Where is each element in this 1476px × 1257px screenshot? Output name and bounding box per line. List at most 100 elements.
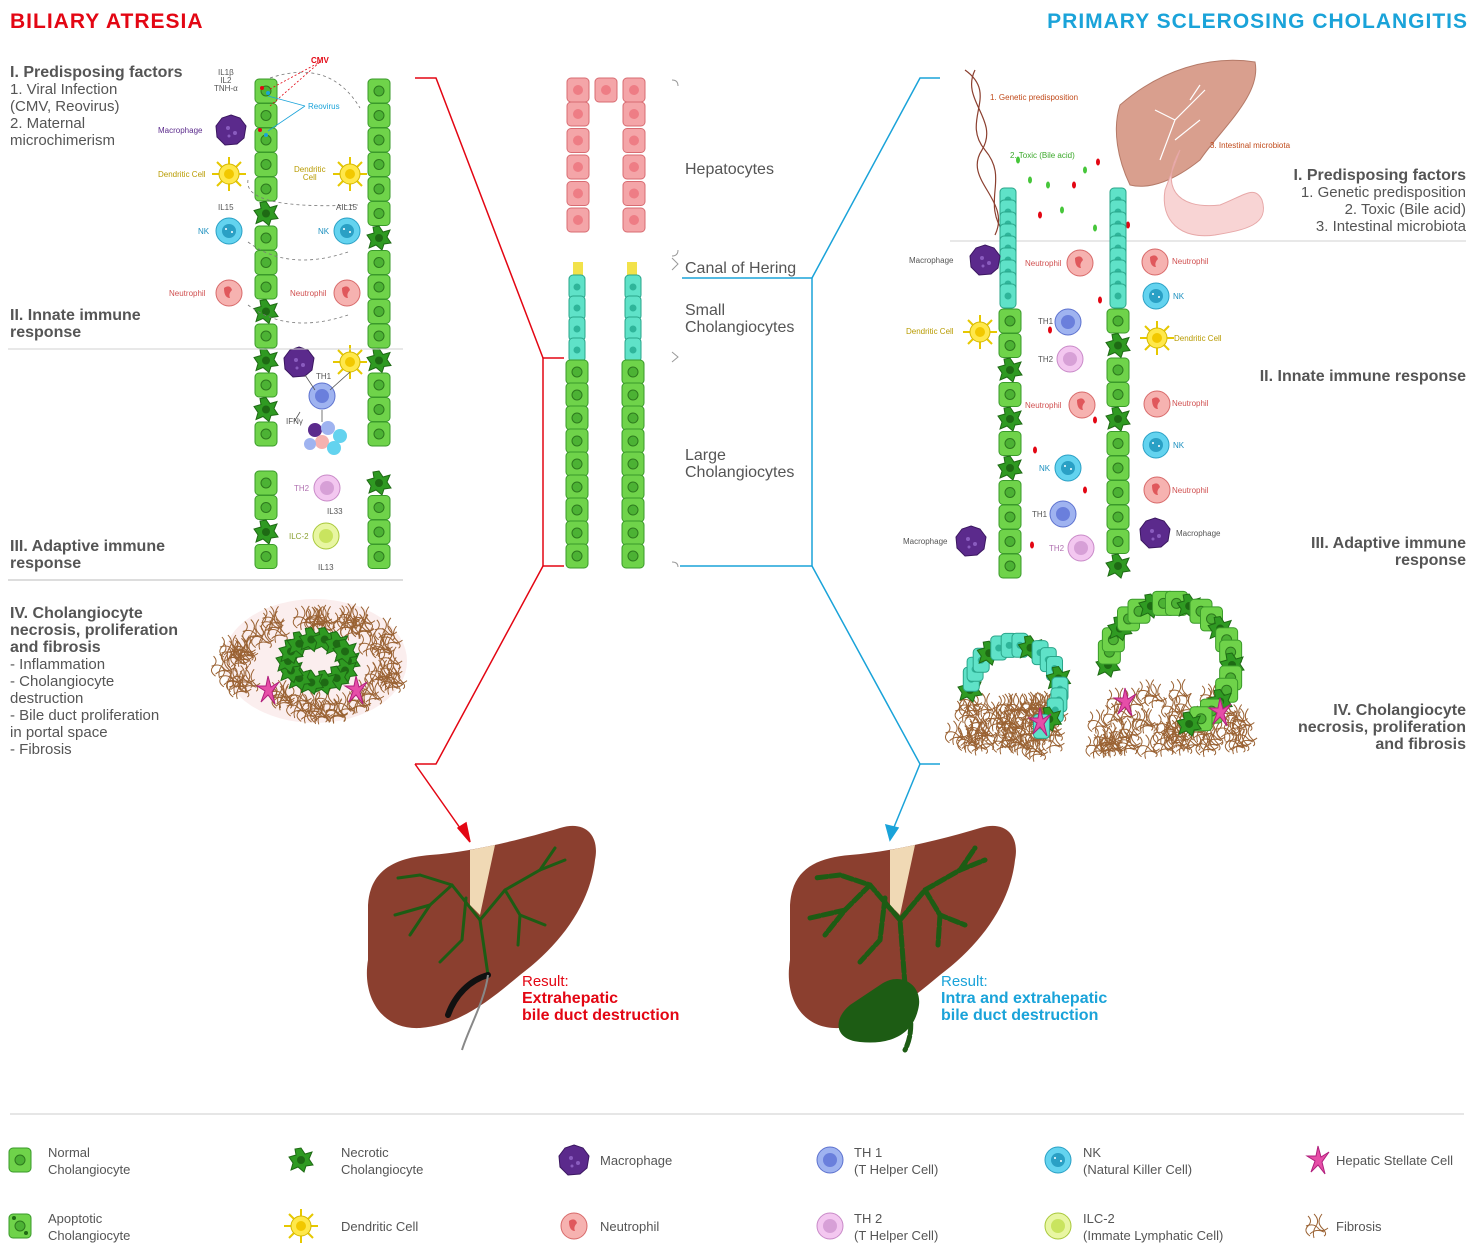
fibrosis-strand bbox=[1137, 735, 1159, 759]
th1-icon bbox=[817, 1147, 843, 1173]
small-cholangiocyte-cell bbox=[625, 275, 641, 299]
legend-dendritic-cell: Dendritic Cell bbox=[341, 1218, 418, 1235]
psc-result-value: Intra and extrahepatic bile duct destruc… bbox=[941, 990, 1107, 1024]
psc-macrophage-top-label: Macrophage bbox=[909, 256, 953, 265]
ba-section-1-title: I. Predisposing factors bbox=[10, 64, 182, 81]
small-cholangiocyte-cell bbox=[625, 296, 641, 320]
small-cholangiocytes-label: Small Cholangiocytes bbox=[685, 302, 794, 336]
legend-ilc2: ILC-2 (Immate Lymphatic Cell) bbox=[1083, 1210, 1223, 1244]
ba-th1-label: TH1 bbox=[316, 372, 331, 381]
psc-macrophage-low-left bbox=[956, 526, 986, 556]
legend-nk: NK (Natural Killer Cell) bbox=[1083, 1144, 1192, 1178]
psc-nk-right-mid-label: NK bbox=[1173, 441, 1184, 450]
psc-cholangiocyte bbox=[1107, 530, 1129, 554]
necrotic-cholangiocyte-icon bbox=[289, 1148, 313, 1172]
hepatocyte-cell bbox=[567, 129, 589, 153]
ba-cholangiocyte bbox=[368, 79, 390, 103]
connector-blue-top bbox=[682, 78, 940, 278]
legend-hepatic-stellate-cell: Hepatic Stellate Cell bbox=[1336, 1152, 1453, 1169]
bile-acid-dot bbox=[1038, 212, 1042, 219]
ba-cholangiocyte bbox=[368, 520, 390, 544]
psc-title: PRIMARY SCLEROSING CHOLANGITIS bbox=[1047, 10, 1468, 34]
ba-cholangiocyte bbox=[368, 324, 390, 348]
large-cholangiocyte-cell bbox=[622, 544, 644, 568]
ba-nk-right bbox=[334, 218, 360, 244]
large-cholangiocyte-cell bbox=[566, 406, 588, 430]
legend-th2: TH 2 (T Helper Cell) bbox=[854, 1210, 938, 1244]
psc-cholangiocyte bbox=[1107, 309, 1129, 333]
ba-neutrophil-right bbox=[334, 280, 360, 306]
psc-th2-low bbox=[1068, 535, 1094, 561]
ba-reovirus-label: Reovirus bbox=[308, 102, 340, 111]
ba-cholangiocyte bbox=[254, 202, 278, 226]
bracket-red bbox=[543, 358, 564, 566]
ba-result-value: Extrahepatic bile duct destruction bbox=[522, 990, 679, 1024]
psc-cholangiocyte bbox=[1107, 481, 1129, 505]
bile-acid-dot bbox=[1083, 167, 1087, 174]
macrophage-icon bbox=[559, 1145, 589, 1175]
ba-cholangiocyte bbox=[254, 349, 278, 373]
hepatocyte-cell bbox=[623, 78, 645, 102]
ba-result-label: Result: bbox=[522, 973, 569, 990]
ba-dendritic-right bbox=[333, 157, 367, 191]
psc-dendritic-right-label: Dendritic Cell bbox=[1174, 334, 1222, 343]
small-cholangiocyte-cell bbox=[625, 317, 641, 341]
psc-th1-top bbox=[1055, 309, 1081, 335]
psc-cholangiocyte bbox=[999, 383, 1021, 407]
ba-dendritic-left-label: Dendritic Cell bbox=[158, 170, 206, 179]
large-cholangiocyte-cell bbox=[566, 452, 588, 476]
hepatocyte-cell bbox=[567, 182, 589, 206]
ilc2-icon bbox=[1045, 1213, 1071, 1239]
ba-macrophage-2 bbox=[284, 347, 314, 377]
psc-neutrophil-mid-label: Neutrophil bbox=[1025, 401, 1061, 410]
psc-dendritic-left-label: Dendritic Cell bbox=[906, 327, 954, 336]
ba-section-2-title: II. Innate immune response bbox=[10, 307, 141, 341]
ba-ilc2-label: ILC-2 bbox=[289, 532, 309, 541]
psc-neutrophil-mid bbox=[1069, 392, 1095, 418]
psc-macrophage-low-right-label: Macrophage bbox=[1176, 529, 1220, 538]
large-cholangiocytes-label: Large Cholangiocytes bbox=[685, 447, 794, 481]
psc-cholangiocyte bbox=[999, 334, 1021, 358]
ba-section-1-body: 1. Viral Infection (CMV, Reovirus) 2. Ma… bbox=[10, 81, 119, 149]
psc-th2-low-label: TH2 bbox=[1049, 544, 1064, 553]
psc-section-1-body: 1. Genetic predisposition 2. Toxic (Bile… bbox=[1301, 184, 1466, 235]
psc-th2-top-label: TH2 bbox=[1038, 355, 1053, 364]
ba-cholangiocyte bbox=[368, 496, 390, 520]
large-cholangiocyte-cell bbox=[622, 383, 644, 407]
large-cholangiocyte-cell bbox=[566, 544, 588, 568]
psc-result-label: Result: bbox=[941, 973, 988, 990]
legend-apoptotic-cholangiocyte: Apoptotic Cholangiocyte bbox=[48, 1210, 130, 1244]
legend-fibrosis: Fibrosis bbox=[1336, 1218, 1382, 1235]
bile-acid-dot bbox=[1048, 327, 1052, 334]
small-cholangiocyte-cell bbox=[569, 296, 585, 320]
bile-acid-dot bbox=[1046, 182, 1050, 189]
hepatocyte-cell bbox=[623, 208, 645, 232]
psc-cholangiocyte bbox=[998, 358, 1022, 382]
psc-toxic-label: 2. Toxic (Bile acid) bbox=[1010, 151, 1075, 160]
hepatocyte-cell bbox=[623, 155, 645, 179]
ba-cmv-label: CMV bbox=[311, 56, 329, 65]
ba-il15-left-label: IL15 bbox=[218, 203, 234, 212]
ba-il13-label: IL13 bbox=[318, 563, 334, 572]
psc-small-cholangiocyte bbox=[1000, 284, 1016, 308]
ba-cholangiocyte bbox=[255, 324, 277, 348]
ba-cholangiocyte bbox=[367, 471, 391, 495]
ba-cholangiocyte bbox=[367, 226, 391, 250]
ba-cholangiocyte bbox=[368, 398, 390, 422]
ba-cholangiocyte bbox=[368, 373, 390, 397]
canal-of-hering-cell bbox=[627, 262, 637, 276]
ba-th2-label: TH2 bbox=[294, 484, 309, 493]
ba-cytokines-label: IL1β IL2 TNH-α bbox=[214, 69, 238, 93]
connector-red-top bbox=[415, 78, 543, 358]
ba-cholangiocyte bbox=[255, 104, 277, 128]
ba-ilc2 bbox=[313, 523, 339, 549]
hepatocyte-cell bbox=[567, 78, 589, 102]
center-duct bbox=[566, 78, 645, 568]
psc-cholangiocyte bbox=[1107, 456, 1129, 480]
ba-cholangiocyte bbox=[368, 275, 390, 299]
canal-of-hering-cell bbox=[573, 262, 583, 276]
psc-th2-top bbox=[1057, 346, 1083, 372]
ba-neutrophil-left bbox=[216, 280, 242, 306]
psc-cholangiocyte bbox=[1107, 358, 1129, 382]
ba-cholangiocyte bbox=[368, 202, 390, 226]
